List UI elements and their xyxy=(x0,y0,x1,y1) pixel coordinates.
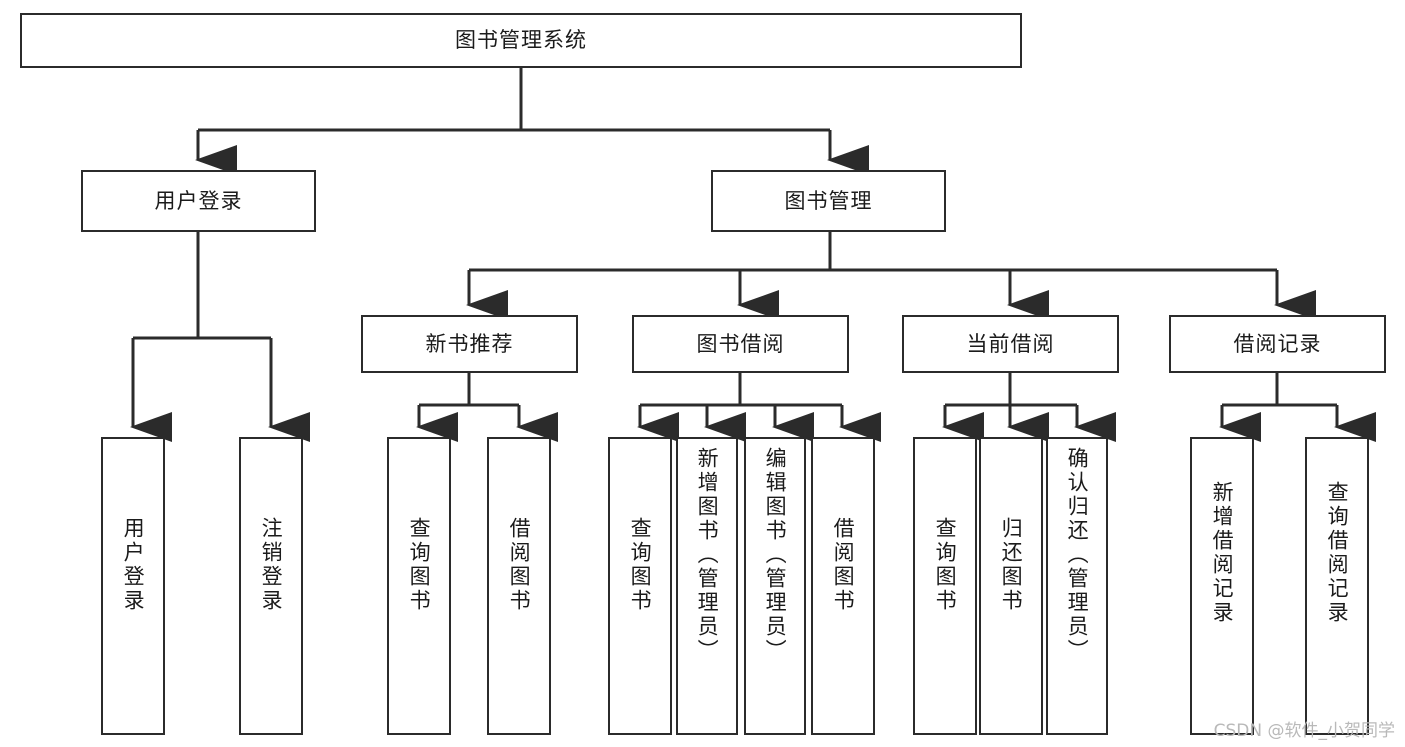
node-leaf-add-book-label: 新增图书（管理员） xyxy=(695,447,720,663)
node-leaf-add-record-label: 新增借阅记录 xyxy=(1210,481,1235,625)
node-leaf-query-book-3-label: 查询图书 xyxy=(933,517,958,613)
node-leaf-confirm-return[interactable]: 确认归还（管理员） xyxy=(1046,437,1108,735)
node-book-manage[interactable]: 图书管理 xyxy=(711,170,946,232)
node-leaf-edit-book-label: 编辑图书（管理员） xyxy=(763,447,788,663)
node-book-borrow[interactable]: 图书借阅 xyxy=(632,315,849,373)
node-user-login-label: 用户登录 xyxy=(154,188,243,213)
node-leaf-query-book-3[interactable]: 查询图书 xyxy=(913,437,977,735)
node-leaf-query-book-1-label: 查询图书 xyxy=(407,517,432,613)
node-new-book-recommend[interactable]: 新书推荐 xyxy=(361,315,578,373)
node-leaf-borrow-book-2[interactable]: 借阅图书 xyxy=(811,437,875,735)
node-leaf-user-login-label: 用户登录 xyxy=(121,517,146,613)
node-leaf-query-record-label: 查询借阅记录 xyxy=(1325,481,1350,625)
node-user-login[interactable]: 用户登录 xyxy=(81,170,316,232)
node-new-book-recommend-label: 新书推荐 xyxy=(425,331,514,356)
node-leaf-query-book-1[interactable]: 查询图书 xyxy=(387,437,451,735)
node-leaf-user-login[interactable]: 用户登录 xyxy=(101,437,165,735)
node-leaf-return-book-label: 归还图书 xyxy=(999,517,1024,613)
node-borrow-record-label: 借阅记录 xyxy=(1233,331,1322,356)
node-book-borrow-label: 图书借阅 xyxy=(696,331,785,356)
node-borrow-record[interactable]: 借阅记录 xyxy=(1169,315,1386,373)
node-leaf-edit-book[interactable]: 编辑图书（管理员） xyxy=(744,437,806,735)
node-current-borrow-label: 当前借阅 xyxy=(966,331,1055,356)
node-leaf-borrow-book-1[interactable]: 借阅图书 xyxy=(487,437,551,735)
node-root[interactable]: 图书管理系统 xyxy=(20,13,1022,68)
node-leaf-query-book-2-label: 查询图书 xyxy=(628,517,653,613)
node-leaf-query-book-2[interactable]: 查询图书 xyxy=(608,437,672,735)
node-leaf-add-book[interactable]: 新增图书（管理员） xyxy=(676,437,738,735)
node-book-manage-label: 图书管理 xyxy=(784,188,873,213)
node-leaf-query-record[interactable]: 查询借阅记录 xyxy=(1305,437,1369,735)
node-leaf-logout-login-label: 注销登录 xyxy=(259,517,284,613)
node-root-label: 图书管理系统 xyxy=(455,28,587,53)
node-leaf-return-book[interactable]: 归还图书 xyxy=(979,437,1043,735)
node-leaf-add-record[interactable]: 新增借阅记录 xyxy=(1190,437,1254,735)
node-leaf-confirm-return-label: 确认归还（管理员） xyxy=(1065,447,1090,663)
node-leaf-borrow-book-2-label: 借阅图书 xyxy=(831,517,856,613)
node-current-borrow[interactable]: 当前借阅 xyxy=(902,315,1119,373)
node-leaf-borrow-book-1-label: 借阅图书 xyxy=(507,517,532,613)
node-leaf-logout-login[interactable]: 注销登录 xyxy=(239,437,303,735)
